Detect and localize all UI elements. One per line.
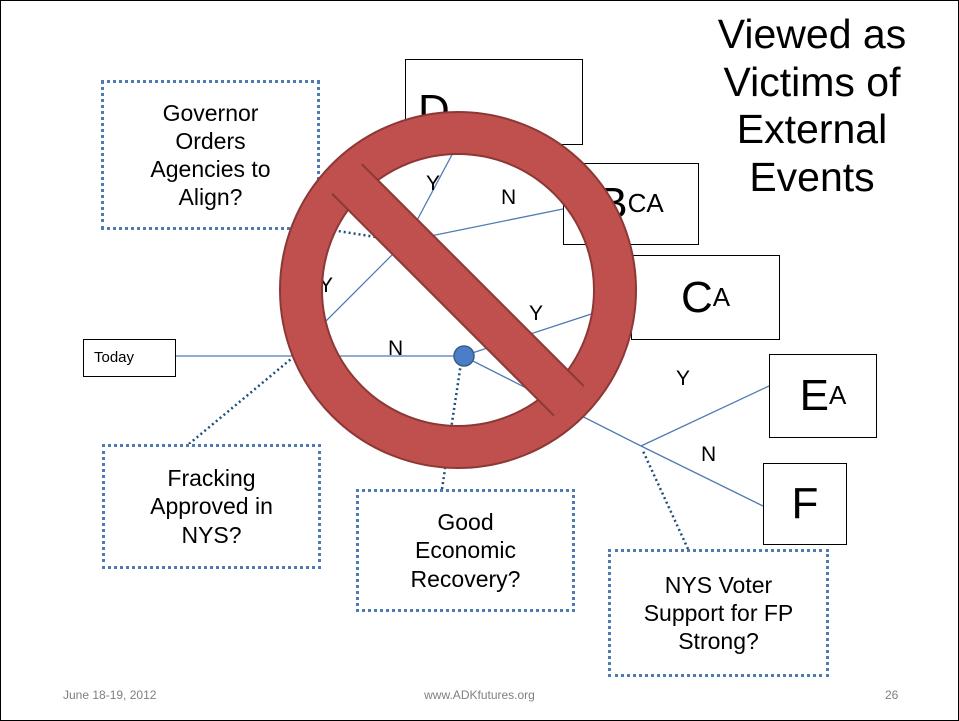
- fracking-question: Fracking Approved in NYS?: [150, 465, 273, 548]
- edge-label-n-governor: N: [501, 186, 517, 209]
- economy-question: Good Economic Recovery?: [410, 509, 521, 592]
- governor-question: Governor Orders Agencies to Align?: [150, 99, 271, 211]
- edge-label-y-voter: Y: [676, 367, 691, 390]
- outcome-c-sub: A: [712, 281, 731, 312]
- branch-to-f: [640, 445, 764, 507]
- decision-node-economy: [453, 345, 475, 367]
- title-line: Victims of: [723, 58, 901, 105]
- today-label: Today: [94, 348, 135, 366]
- fracking-question-box: Fracking Approved in NYS?: [102, 444, 321, 569]
- outcome-b-sub: CA: [627, 188, 664, 219]
- footer-page-number: 26: [885, 688, 899, 702]
- outcome-f-label: F: [791, 479, 819, 529]
- branch-to-e: [640, 385, 770, 447]
- footer-date: June 18-19, 2012: [63, 688, 157, 702]
- edge-label-y-governor: Y: [426, 172, 441, 195]
- today-box: Today: [83, 339, 176, 377]
- outcome-e-sub: A: [829, 380, 847, 411]
- title-line: External: [736, 106, 888, 153]
- footer-url: www.ADKfutures.org: [424, 688, 535, 702]
- edge-label-n-fracking: N: [388, 337, 404, 360]
- governor-question-box: Governor Orders Agencies to Align?: [101, 80, 320, 230]
- voter-question-box: NYS Voter Support for FP Strong?: [608, 549, 829, 677]
- connector-governor: [318, 226, 402, 243]
- voter-question: NYS Voter Support for FP Strong?: [643, 571, 794, 655]
- connector-fracking: [188, 358, 292, 445]
- economy-question-box: Good Economic Recovery?: [356, 489, 575, 612]
- outcome-c-label: C: [680, 272, 713, 322]
- edge-label-y-economy: Y: [529, 302, 544, 325]
- outcome-f-box: F: [763, 463, 847, 545]
- title-line: Events: [749, 153, 875, 200]
- title-line: Viewed as: [717, 11, 907, 57]
- slide-title: Viewed as Victims of External Events: [687, 11, 937, 201]
- edge-label-n-voter: N: [701, 443, 717, 466]
- outcome-e-label: E: [799, 371, 829, 421]
